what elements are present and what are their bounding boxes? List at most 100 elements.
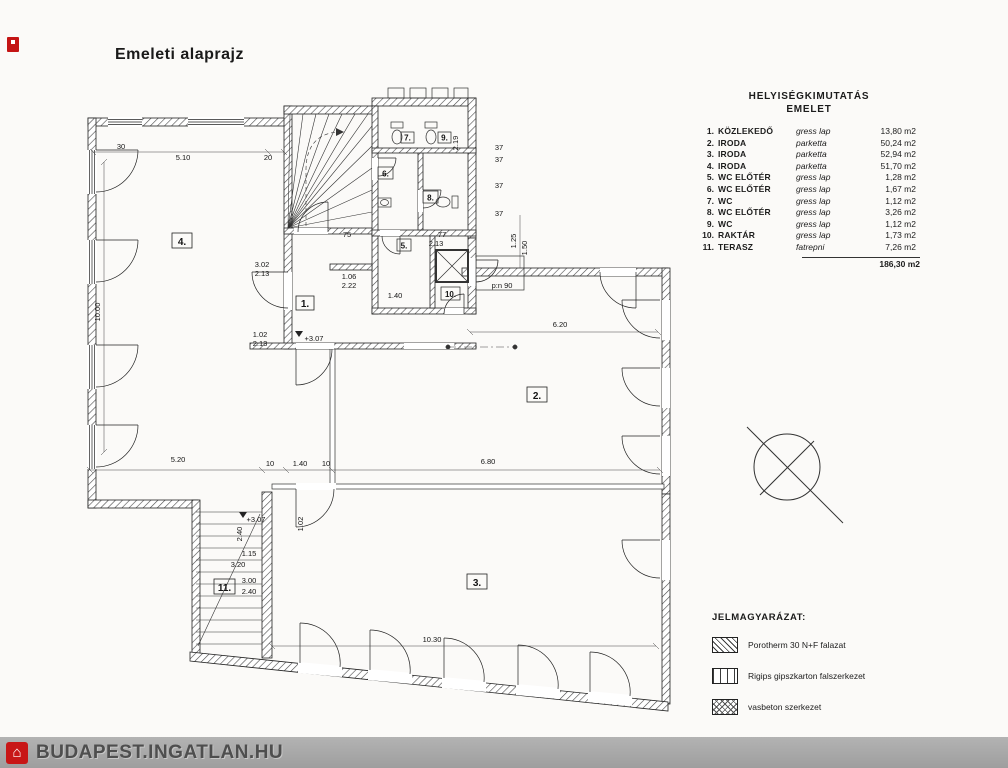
room-number: 8. bbox=[427, 194, 434, 203]
row-area: 51,70 m2 bbox=[880, 160, 916, 171]
stairs-terrace bbox=[196, 511, 262, 647]
table-row: 5. WC ELŐTÉR gress lap 1,28 m2 bbox=[698, 172, 920, 184]
row-num: 3. bbox=[706, 149, 714, 160]
table-row: 7. WC gress lap 1,12 m2 bbox=[698, 196, 920, 208]
dimension-label: 2.19 bbox=[451, 136, 460, 151]
row-area: 3,26 m2 bbox=[885, 207, 916, 218]
room-labels: 1. 2. 3. 4. 5. 6. 7. 8. 9. 10. 11. bbox=[171, 131, 548, 595]
page-title: Emeleti alaprajz bbox=[115, 46, 244, 63]
row-name: IRODA bbox=[718, 160, 747, 171]
row-num: 9. bbox=[706, 218, 714, 229]
partition-walls bbox=[271, 348, 665, 490]
table-row: 6. WC ELŐTÉR gress lap 1,67 m2 bbox=[698, 184, 920, 196]
table-row: 10. RAKTÁR gress lap 1,73 m2 bbox=[698, 230, 920, 242]
room-number: 5. bbox=[401, 242, 408, 251]
row-name: KÖZLEKEDŐ bbox=[718, 126, 774, 136]
room-number: 9. bbox=[441, 134, 448, 143]
row-finish: parketta bbox=[796, 137, 827, 148]
dimension-label: 1.25 bbox=[509, 234, 518, 249]
dimension-label: 1.02 bbox=[253, 330, 268, 339]
table-row: 2. IRODA parketta 50,24 m2 bbox=[698, 138, 920, 150]
room-number: 10. bbox=[445, 290, 456, 299]
row-num: 1. bbox=[706, 126, 714, 136]
sanitary-fixtures bbox=[377, 87, 525, 291]
row-num: 7. bbox=[706, 195, 714, 206]
dimension-label: 2.40 bbox=[242, 587, 257, 596]
row-area: 52,94 m2 bbox=[880, 149, 916, 160]
row-area: 1,12 m2 bbox=[885, 195, 916, 206]
row-num: 2. bbox=[706, 137, 714, 148]
total-area: 186,30 m2 bbox=[879, 258, 920, 269]
dimension-label: 5.10 bbox=[176, 153, 191, 162]
row-name: WC ELŐTÉR bbox=[718, 183, 771, 194]
room-number: 11. bbox=[218, 583, 232, 594]
drywall-swatch bbox=[712, 668, 738, 684]
walls bbox=[87, 97, 671, 712]
legend-item-label: Rigips gipszkarton falszerkezet bbox=[748, 671, 866, 681]
level-label: +3.07 bbox=[247, 515, 266, 524]
row-area: 7,26 m2 bbox=[885, 241, 916, 252]
dimension-label: 2.40 bbox=[235, 527, 244, 542]
row-finish: gress lap bbox=[796, 172, 831, 183]
dimension-label: 10 bbox=[266, 459, 274, 468]
table-row: 11. TERASZ fatrepni 7,26 m2 bbox=[698, 242, 920, 254]
legend-item: Rigips gipszkarton falszerkezet bbox=[712, 668, 922, 684]
dimension-label: 2.22 bbox=[342, 281, 357, 290]
row-num: 8. bbox=[706, 207, 714, 218]
dimension-lines bbox=[86, 148, 664, 650]
table-row: 1. KÖZLEKEDŐ gress lap 13,80 m2 bbox=[698, 126, 920, 138]
row-name: IRODA bbox=[718, 149, 747, 160]
crossed-circle-symbol bbox=[746, 426, 844, 524]
ingatlan-logo-icon: ⌂ bbox=[6, 741, 28, 764]
dimension-label: 37 bbox=[495, 143, 503, 152]
row-area: 1,73 m2 bbox=[885, 230, 916, 241]
room-number: 2. bbox=[533, 391, 542, 402]
row-num: 6. bbox=[706, 183, 714, 194]
dimension-label: 1.40 bbox=[293, 459, 308, 468]
legend-item: Porotherm 30 N+F falazat bbox=[712, 637, 922, 653]
legend-title: JELMAGYARÁZAT: bbox=[712, 612, 806, 623]
dimension-label: 5.20 bbox=[171, 455, 186, 464]
room-number: 4. bbox=[178, 237, 187, 248]
row-finish: fatrepni bbox=[796, 241, 825, 252]
row-area: 50,24 m2 bbox=[880, 137, 916, 148]
row-finish: parketta bbox=[796, 149, 827, 160]
dimension-label: 75 bbox=[343, 230, 351, 239]
row-name: RAKTÁR bbox=[718, 230, 756, 241]
row-finish: gress lap bbox=[796, 195, 831, 206]
legend: JELMAGYARÁZAT: Porotherm 30 N+F falazat … bbox=[712, 612, 922, 730]
dimension-label: 30 bbox=[117, 142, 125, 151]
row-name: IRODA bbox=[718, 137, 747, 148]
table-row: 9. WC gress lap 1,12 m2 bbox=[698, 219, 920, 231]
table-row: 4. IRODA parketta 51,70 m2 bbox=[698, 161, 920, 173]
row-finish: gress lap bbox=[796, 183, 831, 194]
legend-item-label: vasbeton szerkezet bbox=[748, 702, 822, 712]
level-label: +3.07 bbox=[305, 334, 324, 343]
room-number: 1. bbox=[301, 299, 310, 310]
concrete-swatch bbox=[712, 699, 738, 715]
dimension-label: 6.80 bbox=[481, 457, 496, 466]
row-area: 1,67 m2 bbox=[885, 183, 916, 194]
legend-item-label: Porotherm 30 N+F falazat bbox=[748, 640, 846, 650]
row-name: WC bbox=[718, 218, 733, 229]
dimension-label: 1.50 bbox=[520, 241, 529, 256]
watermark-bar: ⌂ BUDAPEST.INGATLAN.HU bbox=[0, 737, 1008, 768]
dimension-label: 20 bbox=[264, 153, 272, 162]
row-name: WC ELŐTÉR bbox=[718, 172, 771, 183]
row-area: 13,80 m2 bbox=[880, 126, 916, 136]
row-area: 1,12 m2 bbox=[885, 218, 916, 229]
masonry-hatch-swatch bbox=[712, 637, 738, 653]
dimension-label: p:n 90 bbox=[492, 281, 513, 290]
row-area: 1,28 m2 bbox=[885, 172, 916, 183]
dimension-label: 37 bbox=[495, 155, 503, 164]
row-num: 4. bbox=[706, 160, 714, 171]
dimension-label: 1.06 bbox=[342, 272, 357, 281]
row-num: 10. bbox=[702, 230, 714, 241]
table-row: 8. WC ELŐTÉR gress lap 3,26 m2 bbox=[698, 207, 920, 219]
dimension-label: 10 bbox=[322, 459, 330, 468]
dimension-label: 3.00 bbox=[242, 576, 257, 585]
windows bbox=[89, 119, 244, 469]
dimension-label: 2.13 bbox=[429, 239, 444, 248]
schedule-total: 186,30 m2 bbox=[698, 256, 920, 271]
